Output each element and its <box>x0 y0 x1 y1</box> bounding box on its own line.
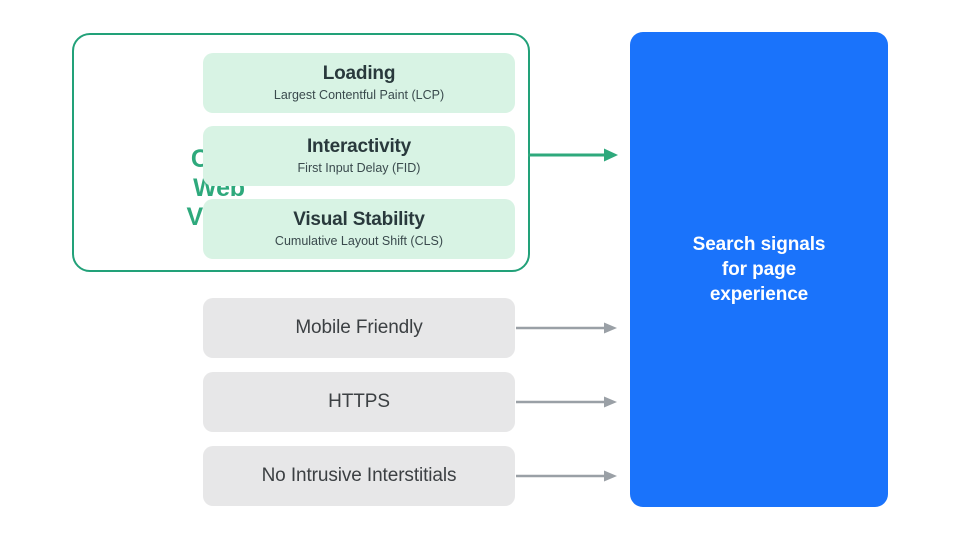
vital-box-loading[interactable]: Loading Largest Contentful Paint (LCP) <box>203 53 515 113</box>
signal-label: HTTPS <box>328 391 390 412</box>
vital-title: Loading <box>322 62 396 84</box>
signal-box-no-intrusive-interstitials[interactable]: No Intrusive Interstitials <box>203 446 515 506</box>
vital-title: Interactivity <box>306 135 412 157</box>
vital-title: Visual Stability <box>293 208 425 230</box>
vital-subtitle: Cumulative Layout Shift (CLS) <box>274 233 444 248</box>
signal-label: Mobile Friendly <box>295 317 423 338</box>
signal-label: No Intrusive Interstitials <box>261 465 457 486</box>
arrow-core-web-vitals-to-panel <box>528 145 620 165</box>
search-signals-panel-text: Search signals for page experience <box>692 233 826 306</box>
vital-box-interactivity[interactable]: Interactivity First Input Delay (FID) <box>203 126 515 186</box>
arrow-https-to-panel <box>516 392 620 412</box>
signal-box-mobile-friendly[interactable]: Mobile Friendly <box>203 298 515 358</box>
search-signals-panel[interactable]: Search signals for page experience <box>630 32 888 507</box>
signal-box-https[interactable]: HTTPS <box>203 372 515 432</box>
vital-subtitle: Largest Contentful Paint (LCP) <box>273 87 445 102</box>
vital-box-visual-stability[interactable]: Visual Stability Cumulative Layout Shift… <box>203 199 515 259</box>
arrow-no-intrusive-interstitials-to-panel <box>516 466 620 486</box>
vital-subtitle: First Input Delay (FID) <box>297 160 421 175</box>
arrow-mobile-friendly-to-panel <box>516 318 620 338</box>
